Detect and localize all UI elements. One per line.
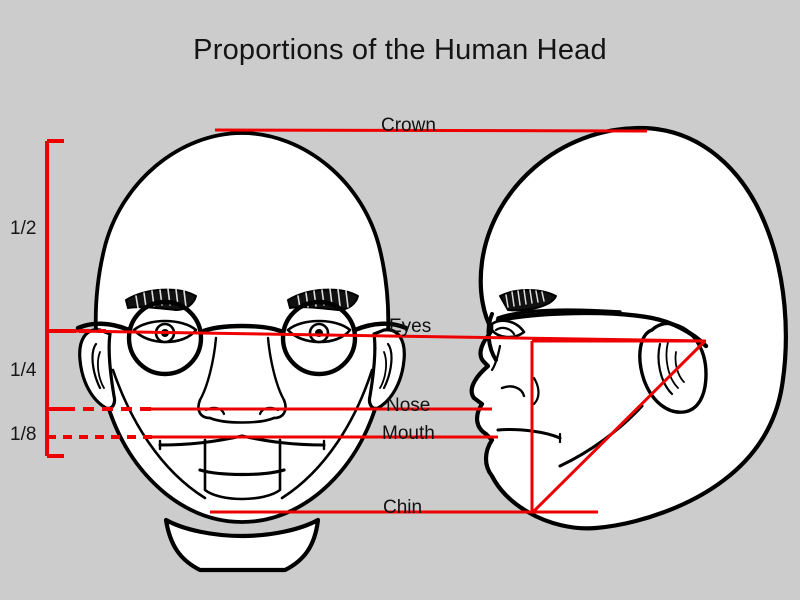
ruler-label-one-half: 1/2 (10, 218, 37, 239)
label-eyes: Eyes (389, 316, 432, 337)
label-crown: Crown (381, 115, 436, 136)
eyes-guide-line (73, 329, 707, 343)
ruler-label-one-eighth: 1/8 (10, 424, 37, 445)
label-nose: Nose (386, 395, 431, 416)
ruler-label-one-quarter: 1/4 (10, 360, 37, 381)
label-chin: Chin (383, 497, 423, 518)
crown-guide-line (214, 128, 648, 133)
page-title: Proportions of the Human Head (193, 34, 607, 66)
label-mouth: Mouth (382, 423, 435, 444)
proportion-ruler (45, 139, 152, 458)
profile-proportion-triangle (530, 339, 707, 515)
front-view-head (75, 131, 409, 573)
